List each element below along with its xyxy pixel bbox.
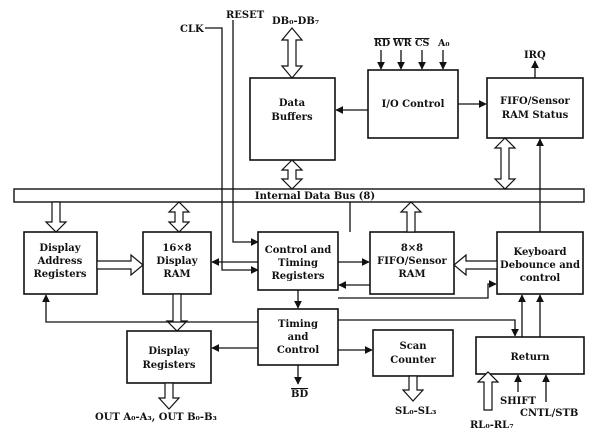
display-registers-line-2: Registers xyxy=(143,360,196,371)
display-address-line-2: Address xyxy=(37,256,83,267)
data-buffers-line-1: Data xyxy=(279,98,306,109)
scan-counter-output-arrow xyxy=(401,375,425,402)
ram-to-display-registers-arrow xyxy=(165,293,189,332)
timing-to-address-line xyxy=(42,294,258,323)
bd-label: BD xyxy=(291,389,308,400)
bus-to-display-address-arrow xyxy=(44,201,68,233)
clk-line xyxy=(205,27,259,274)
cntl-stb-label: CNTL/STB xyxy=(520,408,578,419)
fifo-status-line-2: RAM Status xyxy=(502,110,569,121)
clk-label: CLK xyxy=(180,24,204,35)
fifo-ram-to-bus-arrow xyxy=(399,201,423,233)
display-ram-line-3: RAM xyxy=(163,269,190,280)
io-control-block xyxy=(367,69,459,139)
return-label: Return xyxy=(510,352,550,363)
cs-label: CS xyxy=(415,38,430,49)
rl-label: RL₀-RL₇ xyxy=(470,420,514,431)
data-buffers-line-2: Buffers xyxy=(271,112,313,123)
display-address-line-3: Registers xyxy=(34,269,87,280)
shift-label: SHIFT xyxy=(500,396,536,407)
fifo-status-block xyxy=(486,77,584,139)
bus-display-ram-arrow xyxy=(167,201,191,233)
rl-input-arrow xyxy=(476,371,500,411)
timing-control-line-3: Control xyxy=(277,345,319,356)
fifo-ram-line-2: FIFO/Sensor xyxy=(377,256,447,267)
fifo-status-label: FIFO/Sensor RAM Status xyxy=(500,96,570,121)
timing-control-line-1: Timing xyxy=(278,319,318,330)
scan-counter-line-1: Scan xyxy=(399,341,427,352)
scan-counter-line-2: Counter xyxy=(390,355,436,366)
control-to-keyboard-line xyxy=(338,280,497,299)
out-label: OUT A₀-A₃, OUT B₀-B₃ xyxy=(95,412,217,423)
a0-label: A₀ xyxy=(437,38,450,49)
sl-label: SL₀-SL₃ xyxy=(395,406,436,417)
display-address-label: Display Address Registers xyxy=(34,243,87,280)
io-control-label: I/O Control xyxy=(382,99,445,110)
data-buffers-block xyxy=(249,77,336,161)
db-bus-arrow xyxy=(280,27,304,79)
fifo-ram-line-3: RAM xyxy=(398,269,425,280)
fifo-status-line-1: FIFO/Sensor xyxy=(500,96,570,107)
display-registers-label: Display Registers xyxy=(143,346,196,371)
reset-line xyxy=(232,20,259,246)
fifo-sensor-ram-label: 8×8 FIFO/Sensor RAM xyxy=(377,243,447,280)
display-ram-line-1: 16×8 xyxy=(162,243,191,254)
buffers-bus-arrow xyxy=(280,159,304,190)
display-registers-output-arrow xyxy=(157,382,181,410)
fifo-sensor-ram-block xyxy=(369,231,455,295)
db-label: DB₀-DB₇ xyxy=(272,16,319,27)
return-block xyxy=(475,336,585,375)
display-registers-block xyxy=(126,330,212,384)
reset-label: RESET xyxy=(226,10,265,21)
keyboard-debounce-label: Keyboard Debounce and control xyxy=(500,247,580,284)
internal-data-bus xyxy=(13,188,585,203)
irq-label: IRQ xyxy=(524,50,546,61)
timing-to-return-line xyxy=(338,319,519,337)
timing-control-block xyxy=(257,308,339,366)
scan-counter-block xyxy=(372,329,454,377)
scan-counter-label: Scan Counter xyxy=(390,341,436,366)
keyboard-line-2: Debounce and xyxy=(500,260,580,271)
display-address-line-1: Display xyxy=(39,243,81,254)
wr-label: WR xyxy=(392,38,412,49)
control-timing-registers-label: Control and Timing Registers xyxy=(265,245,331,282)
keyboard-to-fifo-arrow xyxy=(453,253,498,277)
timing-control-label: Timing and Control xyxy=(277,319,319,356)
keyboard-line-3: control xyxy=(520,273,561,284)
display-registers-line-1: Display xyxy=(148,346,190,357)
display-ram-line-2: Display xyxy=(156,256,198,267)
keyboard-line-1: Keyboard xyxy=(513,247,566,258)
control-timing-line-2: Timing xyxy=(278,258,318,269)
keyboard-debounce-block xyxy=(496,231,584,295)
status-bus-arrow xyxy=(493,137,517,190)
data-buffers-label: Data Buffers xyxy=(271,98,313,123)
display-address-registers-block xyxy=(23,231,98,295)
control-timing-line-3: Registers xyxy=(272,271,325,282)
display-ram-label: 16×8 Display RAM xyxy=(156,243,198,280)
internal-data-bus-label: Internal Data Bus (8) xyxy=(255,191,375,202)
control-timing-line-1: Control and xyxy=(265,245,331,256)
address-to-ram-arrow xyxy=(96,253,144,277)
timing-control-line-2: and xyxy=(288,332,309,343)
rd-label: RD xyxy=(374,38,390,49)
fifo-ram-line-1: 8×8 xyxy=(401,243,423,254)
